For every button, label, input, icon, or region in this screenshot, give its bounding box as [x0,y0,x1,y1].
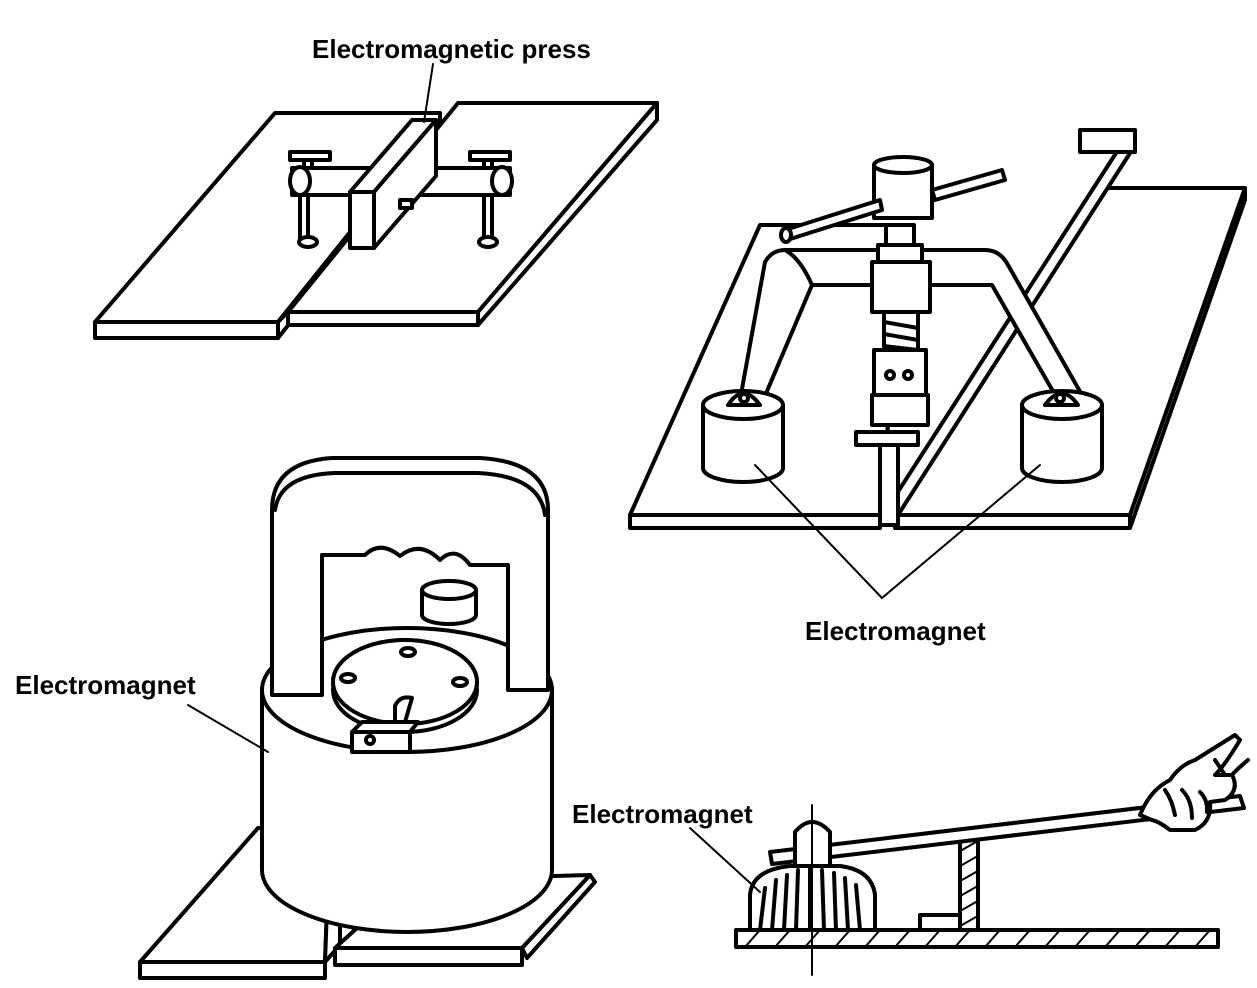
cylinder-magnet-body [260,626,554,934]
lever-pin [793,804,832,976]
right-plate [276,101,659,327]
press-body [288,118,514,250]
press-label: Electromagnetic press [312,34,591,64]
hand-on-lever-icon [1138,733,1250,832]
cylinder-disc [331,638,479,734]
screw-clamp-illustration [628,128,1247,530]
cylinder-clamp-illustration [138,456,597,980]
clamp-right-plate [893,186,1247,530]
lever-bar [768,794,1246,866]
left-magnet-leader-line [187,704,269,753]
right-magnet-leader-lines [754,464,1041,599]
cylinder-yoke [270,456,550,697]
lever-support [918,838,980,932]
bottom-magnet-leader-line [689,827,761,893]
clamp-screw [779,155,1007,447]
right-clamp-magnet [1020,389,1104,484]
lever-base-bar [734,928,1220,949]
left-electromagnet-label: Electromagnet [15,670,196,700]
press-leader-line [423,63,434,123]
bottom-electromagnet-label: Electromagnet [572,799,753,829]
right-electromagnet-label: Electromagnet [805,616,986,646]
lever-clamp-illustration [734,733,1250,976]
left-clamp-magnet [701,389,785,484]
cylinder-latch [350,695,420,754]
cylinder-knob [420,579,478,626]
press-on-plates-illustration [93,101,659,340]
t-beam [878,128,1137,527]
